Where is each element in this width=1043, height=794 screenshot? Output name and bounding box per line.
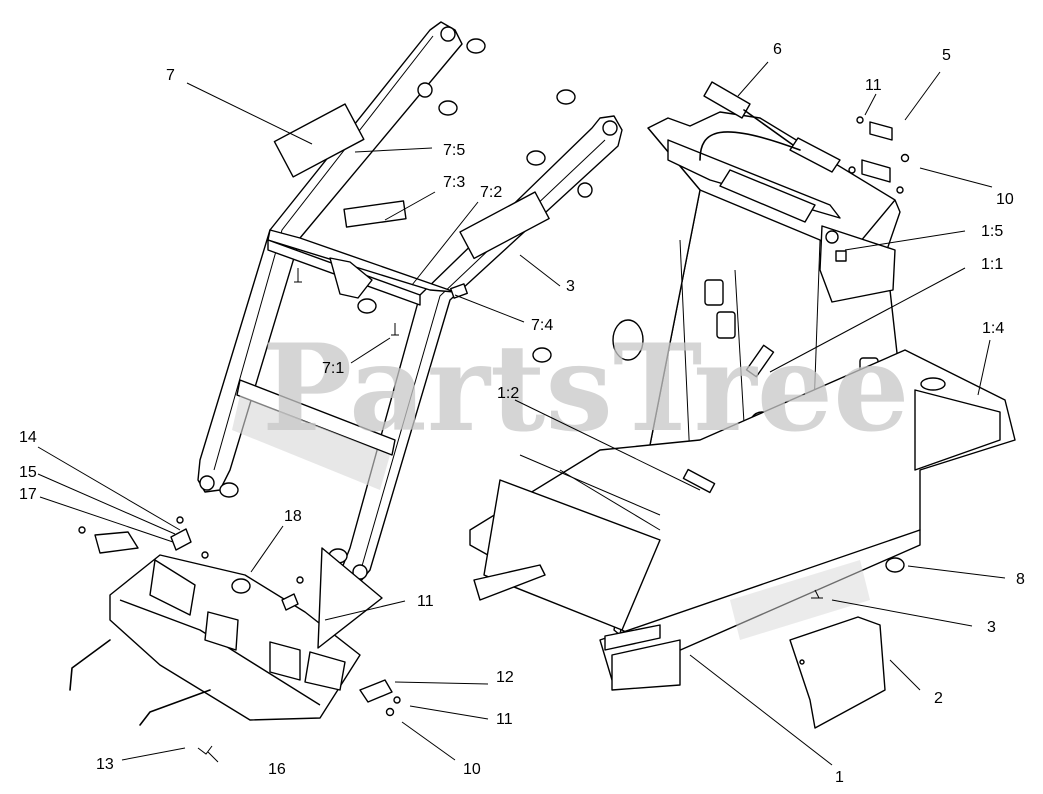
callout-7-1: 7:1: [322, 360, 344, 377]
callout-10-top: 10: [996, 191, 1014, 208]
callout-14: 14: [19, 429, 37, 446]
callout-17: 17: [19, 486, 37, 503]
pin-assembly-top: [848, 116, 910, 194]
callout-16: 16: [268, 761, 286, 778]
quick-attach-plate: [69, 516, 401, 763]
callout-labels: 7 7:5 7:3 7:2 3 7:4 7:1 6 11 5 10 1:5 1:…: [19, 41, 1025, 786]
callout-13: 13: [96, 756, 114, 773]
callout-7-2: 7:2: [480, 184, 502, 201]
fender-cover: [789, 616, 886, 729]
callout-7-4: 7:4: [531, 317, 553, 334]
leader-lines: [37, 61, 1006, 766]
callout-1-1: 1:1: [981, 256, 1003, 273]
callout-11-top: 11: [865, 77, 882, 94]
callout-11-low: 11: [496, 711, 513, 728]
bushing: [219, 38, 576, 564]
callout-12: 12: [496, 669, 514, 686]
callout-11-mid: 11: [417, 593, 434, 610]
callout-1-4: 1:4: [982, 320, 1004, 337]
control-handle: [699, 81, 841, 173]
main-frame: [469, 111, 1016, 691]
callout-1-5: 1:5: [981, 223, 1003, 240]
callout-5: 5: [942, 47, 951, 64]
callout-8: 8: [1016, 571, 1025, 588]
callout-1-2: 1:2: [497, 385, 519, 402]
callout-7-3: 7:3: [443, 174, 465, 191]
callout-10-low: 10: [463, 761, 481, 778]
watermark: PartsTree: [262, 318, 909, 459]
callout-18: 18: [284, 508, 302, 525]
callout-6: 6: [773, 41, 782, 58]
callout-7-5: 7:5: [443, 142, 465, 159]
callout-1: 1: [835, 769, 844, 786]
callout-3-low: 3: [987, 619, 996, 636]
callout-2: 2: [934, 690, 943, 707]
loader-arm-assembly: [197, 21, 623, 583]
bushing-8: [885, 557, 905, 573]
callout-15: 15: [19, 464, 37, 481]
callout-7: 7: [166, 67, 175, 84]
callout-3: 3: [566, 278, 575, 295]
